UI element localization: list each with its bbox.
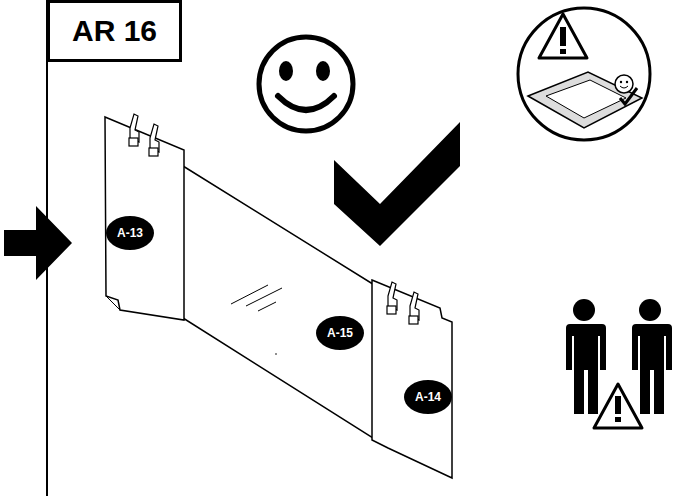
side-panel [105,117,184,320]
check-mark [334,122,460,246]
step-arrow [4,206,72,280]
glass-reflection [231,285,282,311]
callout-label: A-13 [117,226,143,240]
warning-rug-icon [518,8,650,140]
callout-number: A-13 [106,216,154,250]
smiley-icon [259,37,353,131]
callout-label: A-14 [415,390,441,404]
callout-number: A-15 [316,316,364,350]
two-person-icon [566,299,672,414]
warning-triangle [594,384,642,428]
callout-label: A-15 [327,326,353,340]
side-panel [372,280,452,478]
step-number: AR 16 [72,14,157,48]
step-number-box: AR 16 [47,0,182,62]
callout-number: A-14 [404,380,452,414]
